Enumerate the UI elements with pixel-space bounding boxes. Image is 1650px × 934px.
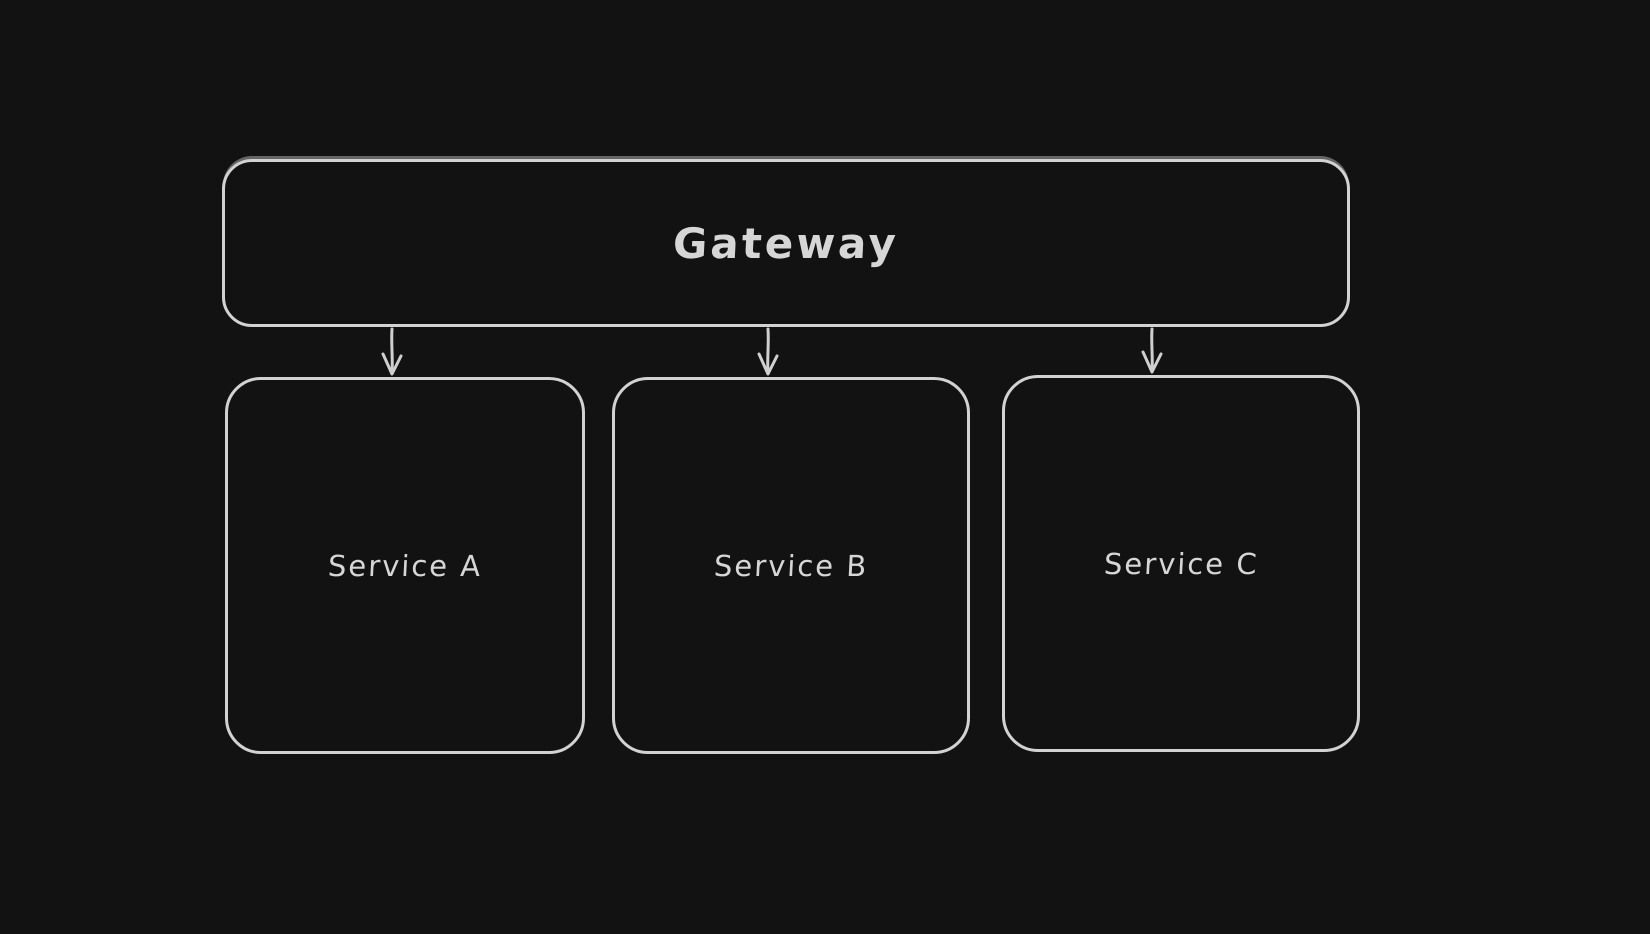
node-service-a[interactable]: Service A [225,377,585,754]
node-service-c-label: Service C [1102,546,1260,581]
node-gateway-label: Gateway [671,218,901,268]
node-service-c[interactable]: Service C [1002,375,1360,752]
arrow-gateway-to-service-b[interactable] [757,327,779,376]
node-service-b[interactable]: Service B [612,377,970,754]
arrow-gateway-to-service-c[interactable] [1141,327,1163,374]
node-service-b-label: Service B [712,548,870,583]
node-gateway[interactable]: Gateway [222,159,1350,327]
arrow-gateway-to-service-a[interactable] [381,327,403,376]
node-service-a-label: Service A [326,548,484,583]
